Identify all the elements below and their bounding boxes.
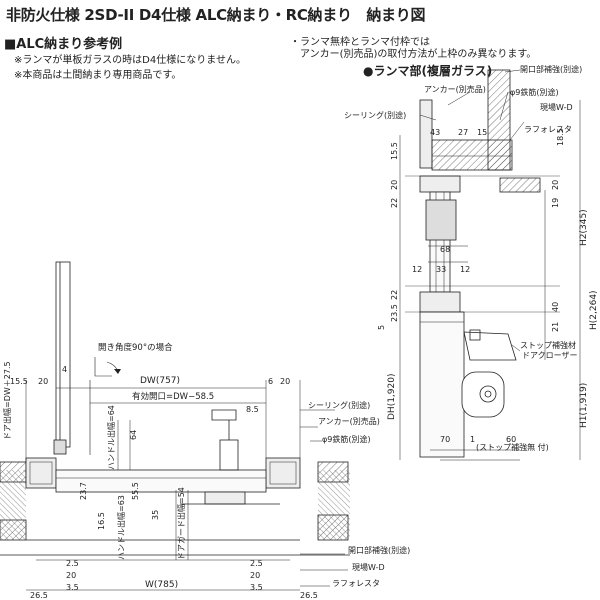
sec-dim-5: 5 [377, 325, 386, 330]
door-leaf [55, 261, 71, 448]
lever-handle [211, 409, 237, 421]
sec-dim-22-lower: 22 [390, 290, 399, 300]
plan-dim-2-5: 2.5 [66, 559, 79, 568]
handle-rose [219, 439, 239, 471]
plan-label-anchor: アンカー(別売品) [318, 416, 380, 426]
closer-body [461, 371, 505, 418]
sec-label-stop-note: (ストップ補強無 付) [476, 442, 549, 452]
head-beam [487, 69, 511, 171]
note-single-glass: ※ランマが単板ガラスの時はD4仕様になりません。 [14, 55, 246, 66]
plan-dim-16-5: 16.5 [97, 512, 106, 530]
plan-dim-4: 4 [62, 365, 67, 374]
plan-dim-6: 6 [268, 377, 273, 386]
sec-dim-12: 12 [412, 265, 422, 274]
sec-dim-33: 33 [436, 265, 446, 274]
plan-view [0, 261, 350, 591]
door-panel [55, 469, 267, 493]
sec-dim-70: 70 [440, 435, 450, 444]
plan-dim-2-5-right: 2.5 [250, 559, 263, 568]
plan-dim-3-5: 3.5 [66, 583, 79, 592]
plan-dim-20-bottom: 20 [66, 571, 76, 580]
h-label: H(2,264) [589, 290, 599, 330]
plan-dim-35: 35 [151, 510, 160, 520]
note-floor-only: ※本商品は土間納まり専用商品です。 [14, 70, 182, 81]
sec-dim-12-right: 12 [460, 265, 470, 274]
sec-dim-21: 21 [551, 322, 560, 332]
plan-dim-26-5: 26.5 [30, 591, 48, 600]
h2-label: H2(345) [579, 209, 589, 246]
plan-label-sealing: シーリング(別途) [308, 400, 370, 410]
handle-protrusion-2: ハンドル出幅=63 [116, 495, 126, 560]
section-view [399, 69, 581, 461]
h1-label: H1(1,919) [579, 383, 589, 428]
right-note-2: アンカー(別売品)の取付方法が上枠のみ異なります。 [300, 49, 537, 60]
sec-dim-43: 43 [430, 128, 440, 137]
sec-dim-27: 27 [458, 128, 468, 137]
frame-left [25, 457, 57, 489]
hinge [53, 439, 67, 455]
sec-dim-15: 15 [477, 128, 487, 137]
transom-bead [425, 199, 457, 241]
door-guard-protrusion: ドアガード出幅=54 [176, 487, 186, 560]
door-leaf-section [419, 311, 465, 458]
plan-dim-20: 20 [38, 377, 48, 386]
sec-dim-23-5: 23.5 [390, 304, 399, 322]
plan-label-lafolesta: ラフォレスタ [332, 579, 380, 588]
sec-dim-15-5: 15.5 [390, 142, 399, 160]
sec-label-door-closer: ドアクローザー [522, 351, 577, 360]
transom-frame-top [419, 175, 461, 193]
sec-label-stop-reinforce: ストップ補強材 [520, 340, 576, 350]
plan-dim-15-5: 15.5 [10, 377, 28, 386]
sec-label-rebar: φ9鉄筋(別途) [510, 87, 559, 97]
sec-dim-22: 22 [390, 198, 399, 208]
door-guard [204, 491, 246, 505]
plan-dim-64: 64 [129, 430, 138, 440]
door-closer [463, 331, 517, 361]
plan-label-site-wd: 現場W-D [352, 562, 385, 572]
head-frame [419, 99, 433, 169]
sec-dim-60: 60 [506, 435, 516, 444]
plan-dim-20-bottom-right: 20 [250, 571, 260, 580]
sec-label-anchor: アンカー(別売品) [424, 84, 486, 94]
sec-dim-20-right: 20 [551, 180, 560, 190]
plan-dim-3-5-right: 3.5 [250, 583, 263, 592]
plan-label-rebar: φ9鉄筋(別途) [322, 434, 371, 444]
sec-dim-40: 40 [551, 302, 560, 312]
transom-heading: ●ランマ部(複層ガラス) [363, 64, 493, 78]
right-note-1: ・ランマ無枠とランマ付枠では [290, 37, 430, 48]
section-heading: ■ALC納まり参考例 [4, 37, 123, 52]
sec-dim-19: 19 [551, 198, 560, 208]
plan-label-opening-reinforce: 開口部補強(別途) [348, 545, 410, 555]
sec-label-site-wd: 現場W-D [540, 102, 573, 112]
plan-dim-23-7: 23.7 [79, 482, 88, 500]
sec-dim-68: 68 [440, 245, 450, 254]
sec-label-sealing: シーリング(別途) [344, 110, 406, 120]
plan-dim-55-5: 55.5 [131, 482, 140, 500]
swing-note: 開き角度90°の場合 [98, 342, 173, 353]
sec-dim-20: 20 [390, 180, 399, 190]
frame-right [265, 457, 301, 489]
w-label: W(785) [145, 580, 178, 590]
plan-dim-26-5-right: 26.5 [300, 591, 318, 600]
plan-dim-8-5: 8.5 [246, 405, 259, 414]
handle-protrusion-1: ハンドル出幅=64 [106, 405, 116, 470]
sec-label-opening-reinforce: 開口部補強(別途) [520, 64, 582, 74]
plan-dim-20-right: 20 [280, 377, 290, 386]
sec-dim-18-5: 18.5 [556, 128, 565, 146]
dw-label: DW(757) [140, 376, 180, 386]
door-protrusion: ドア出幅=DW＋27.5 [2, 361, 12, 440]
sec-dim-1: 1 [470, 435, 475, 444]
dh-label: DH(1,920) [387, 374, 397, 421]
page-title: 非防火仕様 2SD-II D4仕様 ALC納まり・RC納まり 納まり図 [6, 6, 426, 24]
effective-width: 有効開口=DW−58.5 [132, 391, 214, 402]
sec-label-lafolesta: ラフォレスタ [524, 125, 572, 134]
transom-frame-bottom [419, 291, 461, 313]
